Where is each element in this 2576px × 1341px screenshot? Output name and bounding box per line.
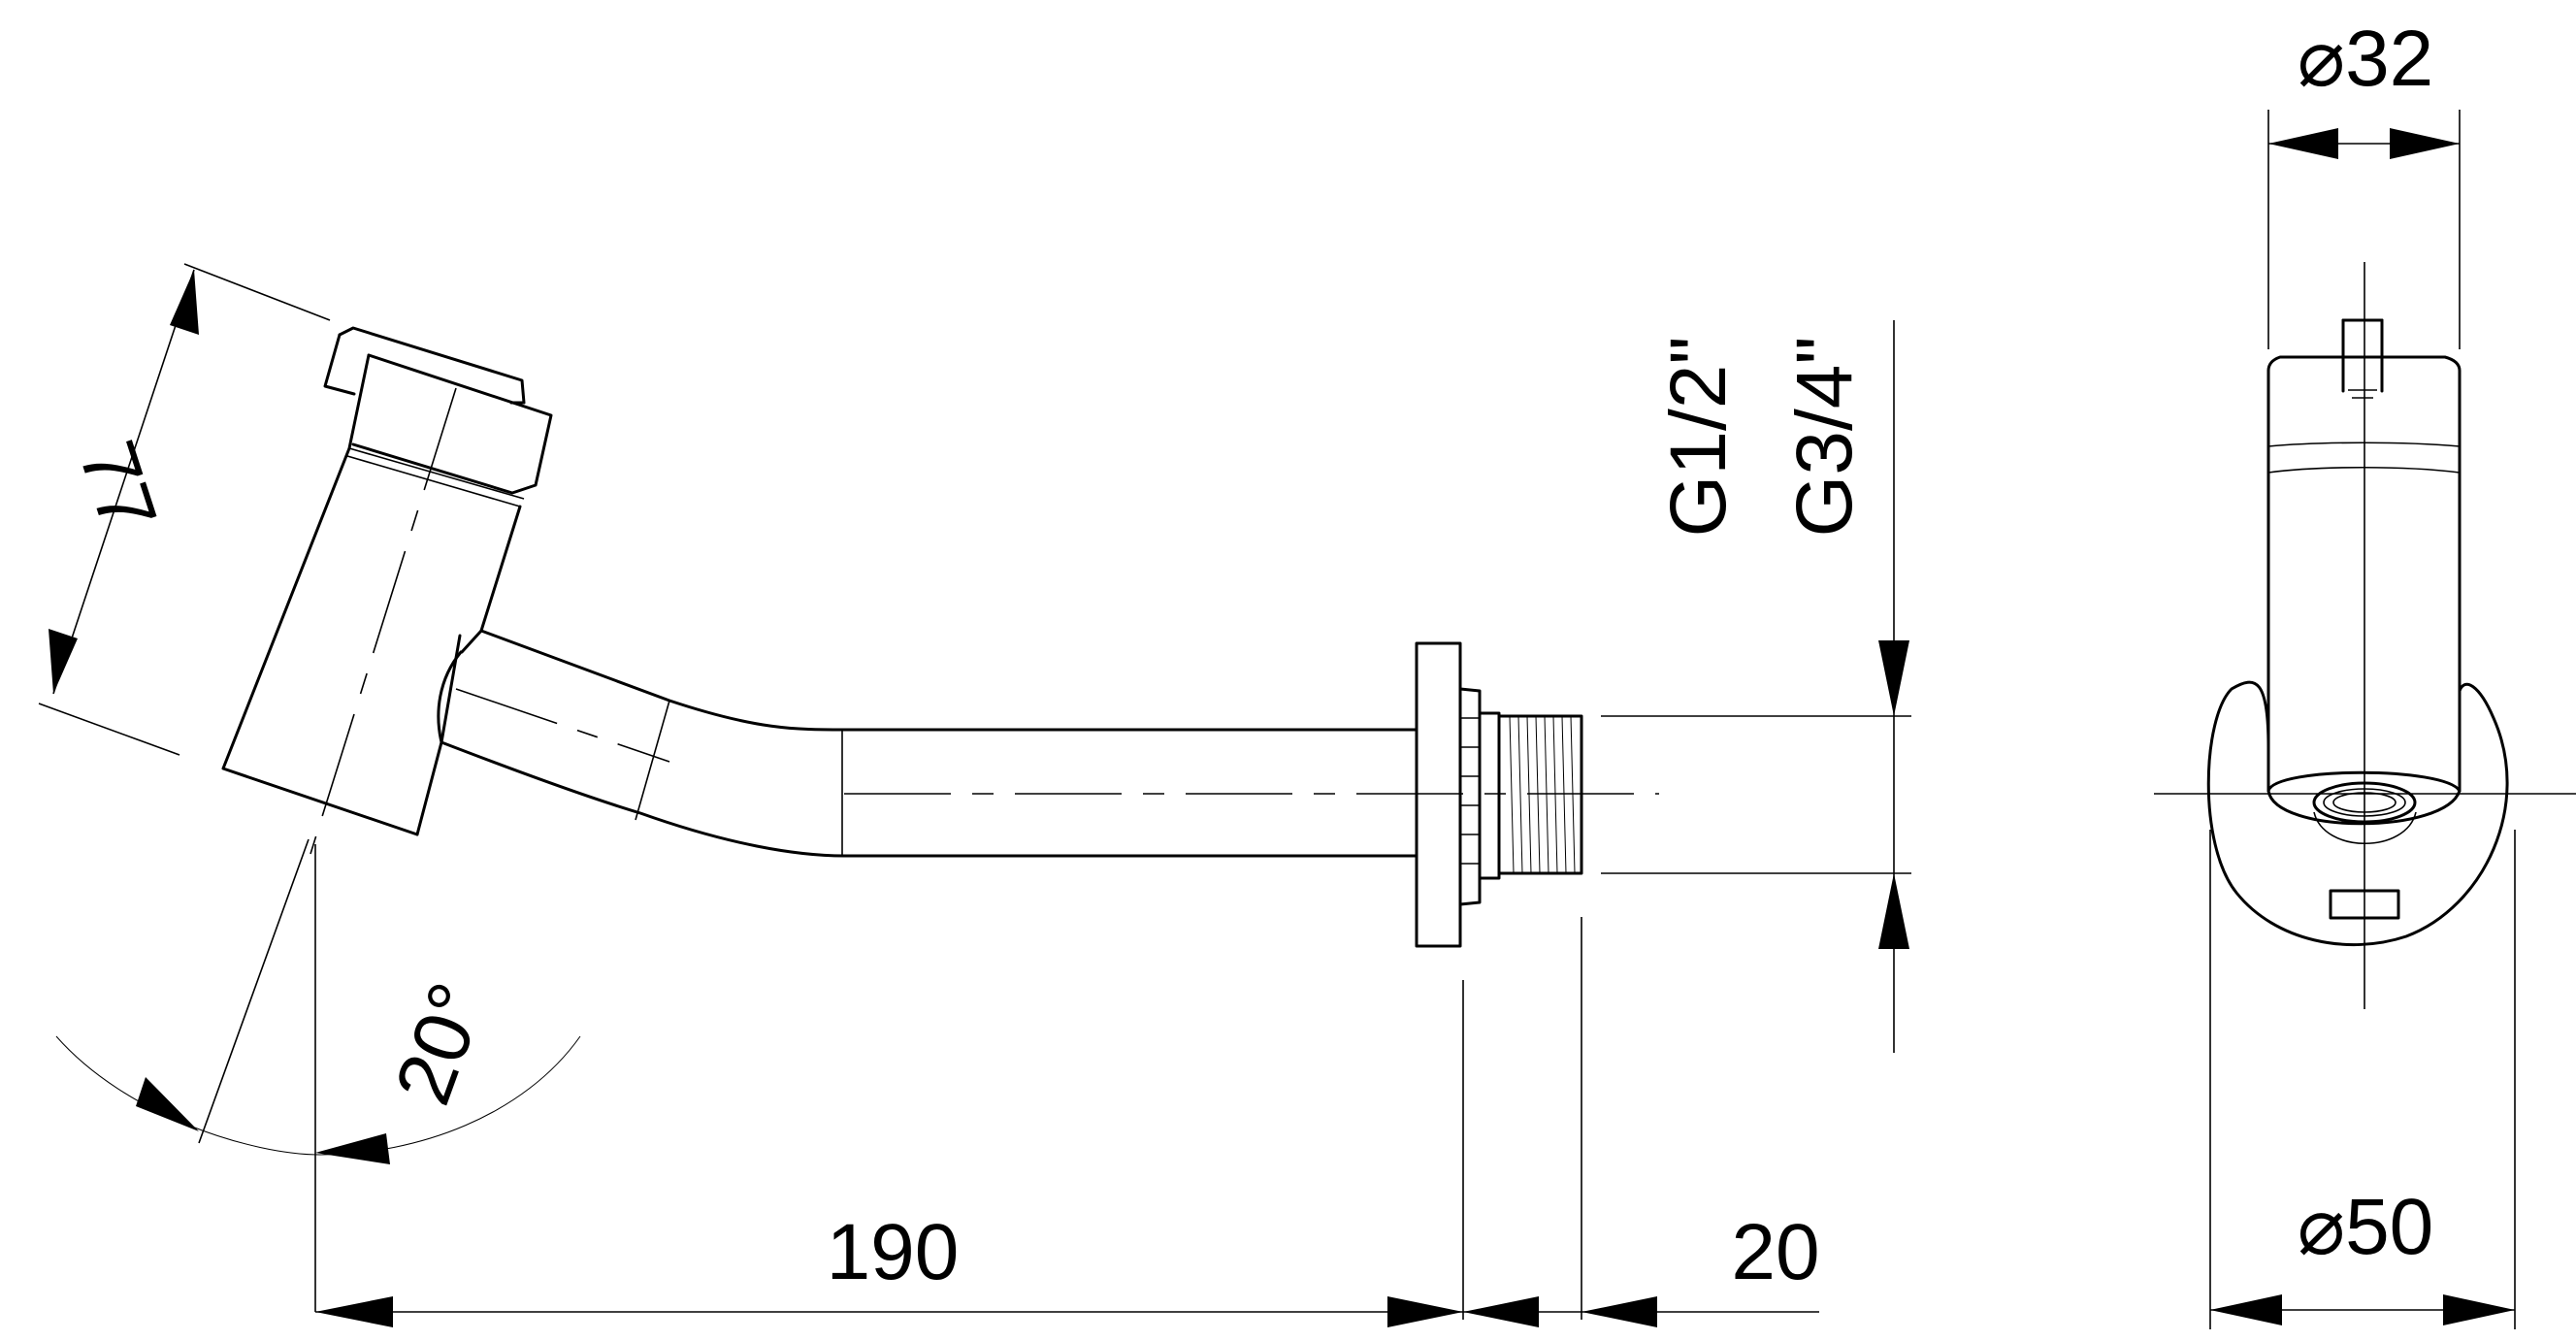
dim-diameter-bottom-label: ⌀50 <box>2298 1183 2434 1271</box>
dim-length-main-label: 190 <box>827 1208 960 1296</box>
spout <box>437 629 1659 858</box>
dim-height-label: 77 <box>62 431 174 542</box>
dim-thread: G1/2" G3/4" <box>1601 320 1911 1053</box>
thread-g12-label: G1/2" <box>1654 337 1743 538</box>
front-view: ⌀32 ⌀50 <box>2154 15 2576 1329</box>
dim-diameter-top-label: ⌀32 <box>2298 15 2434 103</box>
flange-thread <box>1415 641 1583 948</box>
dim-angle-20: 20° <box>55 838 581 1312</box>
dim-length-190-20: 190 20 <box>315 917 1820 1327</box>
dim-length-thread-label: 20 <box>1731 1208 1819 1296</box>
dim-angle-label: 20° <box>378 972 503 1116</box>
thread-hatch <box>1509 715 1576 874</box>
thread-g34-label: G3/4" <box>1780 337 1869 538</box>
dim-height-77: 77 <box>38 263 331 756</box>
valve-head <box>221 326 553 855</box>
